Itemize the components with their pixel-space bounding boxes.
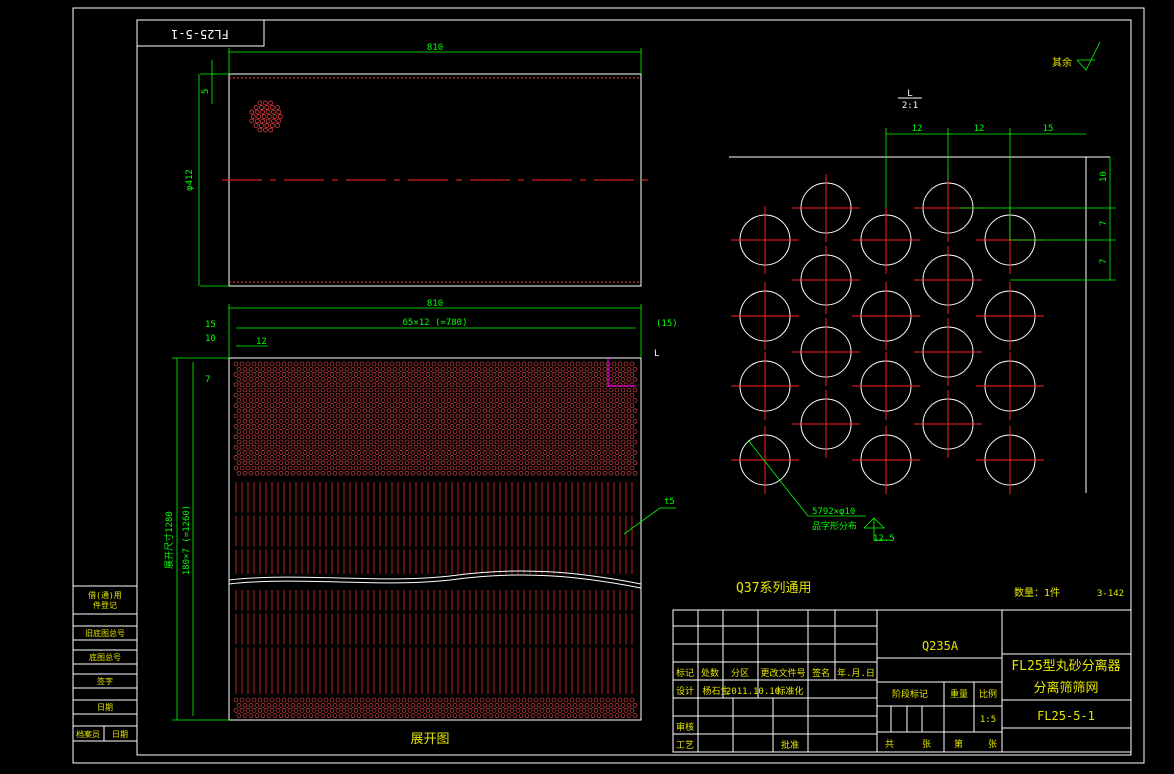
- svg-text:旧底图总号: 旧底图总号: [85, 628, 125, 638]
- hole-grid-top: [233, 361, 638, 476]
- unfold-view: 810 65×12 (=780) (15) 15 10 12 7 L 展开尺寸1…: [163, 299, 678, 747]
- svg-text:批准: 批准: [781, 739, 799, 751]
- svg-text:张: 张: [922, 739, 931, 750]
- material: Q235A: [922, 639, 959, 653]
- unfold-mark-L: L: [654, 349, 659, 359]
- top-thk-dim: 5: [201, 89, 211, 94]
- unfold-dim-7: 7: [205, 375, 210, 385]
- product-name-1: FL25型丸砂分离器: [1011, 658, 1120, 674]
- unfold-dim-10: 10: [205, 334, 216, 344]
- detail-roughness: 12.5: [873, 534, 895, 544]
- svg-text:分区: 分区: [731, 668, 749, 679]
- svg-text:设计: 设计: [676, 685, 694, 697]
- svg-text:日期: 日期: [97, 703, 113, 712]
- note-sheet-ref: 3-142: [1097, 589, 1124, 599]
- detail-view: L 2:1 12 12 15 10 7 7 5792×φ10 品字形分布 12.…: [729, 89, 1116, 544]
- detail-dim-right-1: 10: [1099, 171, 1109, 182]
- roughness-rest-symbol: 其余: [1052, 41, 1101, 71]
- svg-text:档案员: 档案员: [76, 729, 100, 739]
- svg-text:1:5: 1:5: [980, 715, 996, 725]
- svg-text:年.月.日: 年.月.日: [837, 667, 875, 679]
- unfold-width-dim: 810: [427, 299, 443, 309]
- hole-grid-bottom: [233, 697, 638, 718]
- svg-text:比例: 比例: [979, 688, 997, 700]
- note-series: Q37系列通用: [736, 581, 811, 596]
- svg-text:张: 张: [988, 739, 997, 750]
- svg-text:2011.10.16: 2011.10.16: [726, 687, 780, 697]
- unfold-pitch-dim: 65×12 (=780): [402, 318, 467, 328]
- svg-text:签名: 签名: [812, 667, 830, 679]
- top-view: 810 φ412 5: [185, 43, 648, 287]
- svg-text:处数: 处数: [701, 667, 719, 679]
- svg-text:杨石生: 杨石生: [702, 685, 729, 697]
- detail-holes: [731, 174, 1044, 494]
- code-mirrored: FL25-5-1: [171, 27, 229, 41]
- svg-text:日期: 日期: [112, 730, 128, 739]
- detail-dim-right-3: 7: [1099, 259, 1109, 264]
- title-block: 标记 处数 分区 更改文件号 签名 年.月.日 设计 杨石生 2011.10.1…: [672, 609, 1132, 753]
- left-side-block: 借(通)用 件登记 旧底图总号 底图总号 签字 日期 档案员 日期: [72, 585, 138, 742]
- svg-text:第: 第: [954, 738, 963, 750]
- unfold-caption: 展开图: [410, 732, 449, 747]
- note-quantity: 数量：1件: [1014, 586, 1060, 599]
- svg-text:签字: 签字: [97, 676, 113, 686]
- svg-text:共: 共: [885, 739, 894, 750]
- svg-text:其余: 其余: [1052, 56, 1072, 69]
- detail-hole-note-1: 5792×φ10: [812, 507, 855, 517]
- detail-label-top: L: [907, 89, 912, 99]
- unfold-height-inner: 180×7 (=1260): [182, 505, 192, 575]
- svg-text:重量: 重量: [950, 688, 968, 700]
- unfold-right-dim: (15): [656, 319, 678, 329]
- unfold-left-dim: 15: [205, 320, 216, 330]
- outer-border: [72, 7, 1145, 764]
- svg-text:底图总号: 底图总号: [89, 652, 121, 662]
- top-width-dim: 810: [427, 43, 443, 53]
- svg-text:借(通)用: 借(通)用: [88, 590, 122, 600]
- detail-dim-right-2: 7: [1099, 221, 1109, 226]
- svg-text:件登记: 件登记: [93, 600, 117, 610]
- product-name-2: 分离筛筛网: [1033, 680, 1098, 696]
- svg-text:工艺: 工艺: [676, 740, 694, 751]
- detail-dim-top-2: 12: [974, 124, 985, 134]
- drawing-number: FL25-5-1: [1037, 709, 1095, 723]
- break-lines: [232, 482, 638, 694]
- code-box: [136, 19, 265, 47]
- svg-text:标准化: 标准化: [776, 685, 803, 697]
- svg-text:更改文件号: 更改文件号: [760, 667, 805, 679]
- detail-dim-top-1: 12: [912, 124, 923, 134]
- hole-cluster: [249, 100, 283, 133]
- unfold-dim-12: 12: [256, 337, 267, 347]
- unfold-leader-label: t5: [664, 497, 675, 507]
- detail-hole-note-2: 品字形分布: [812, 520, 857, 532]
- detail-label-bottom: 2:1: [902, 101, 918, 111]
- inner-border: [136, 19, 1132, 756]
- svg-text:标记: 标记: [676, 667, 694, 679]
- unfold-height-outer: 展开尺寸1280: [163, 511, 175, 569]
- top-dia-dim: φ412: [185, 169, 195, 191]
- detail-dim-top-3: 15: [1043, 124, 1054, 134]
- svg-text:阶段标记: 阶段标记: [892, 688, 928, 700]
- svg-text:审核: 审核: [676, 721, 694, 733]
